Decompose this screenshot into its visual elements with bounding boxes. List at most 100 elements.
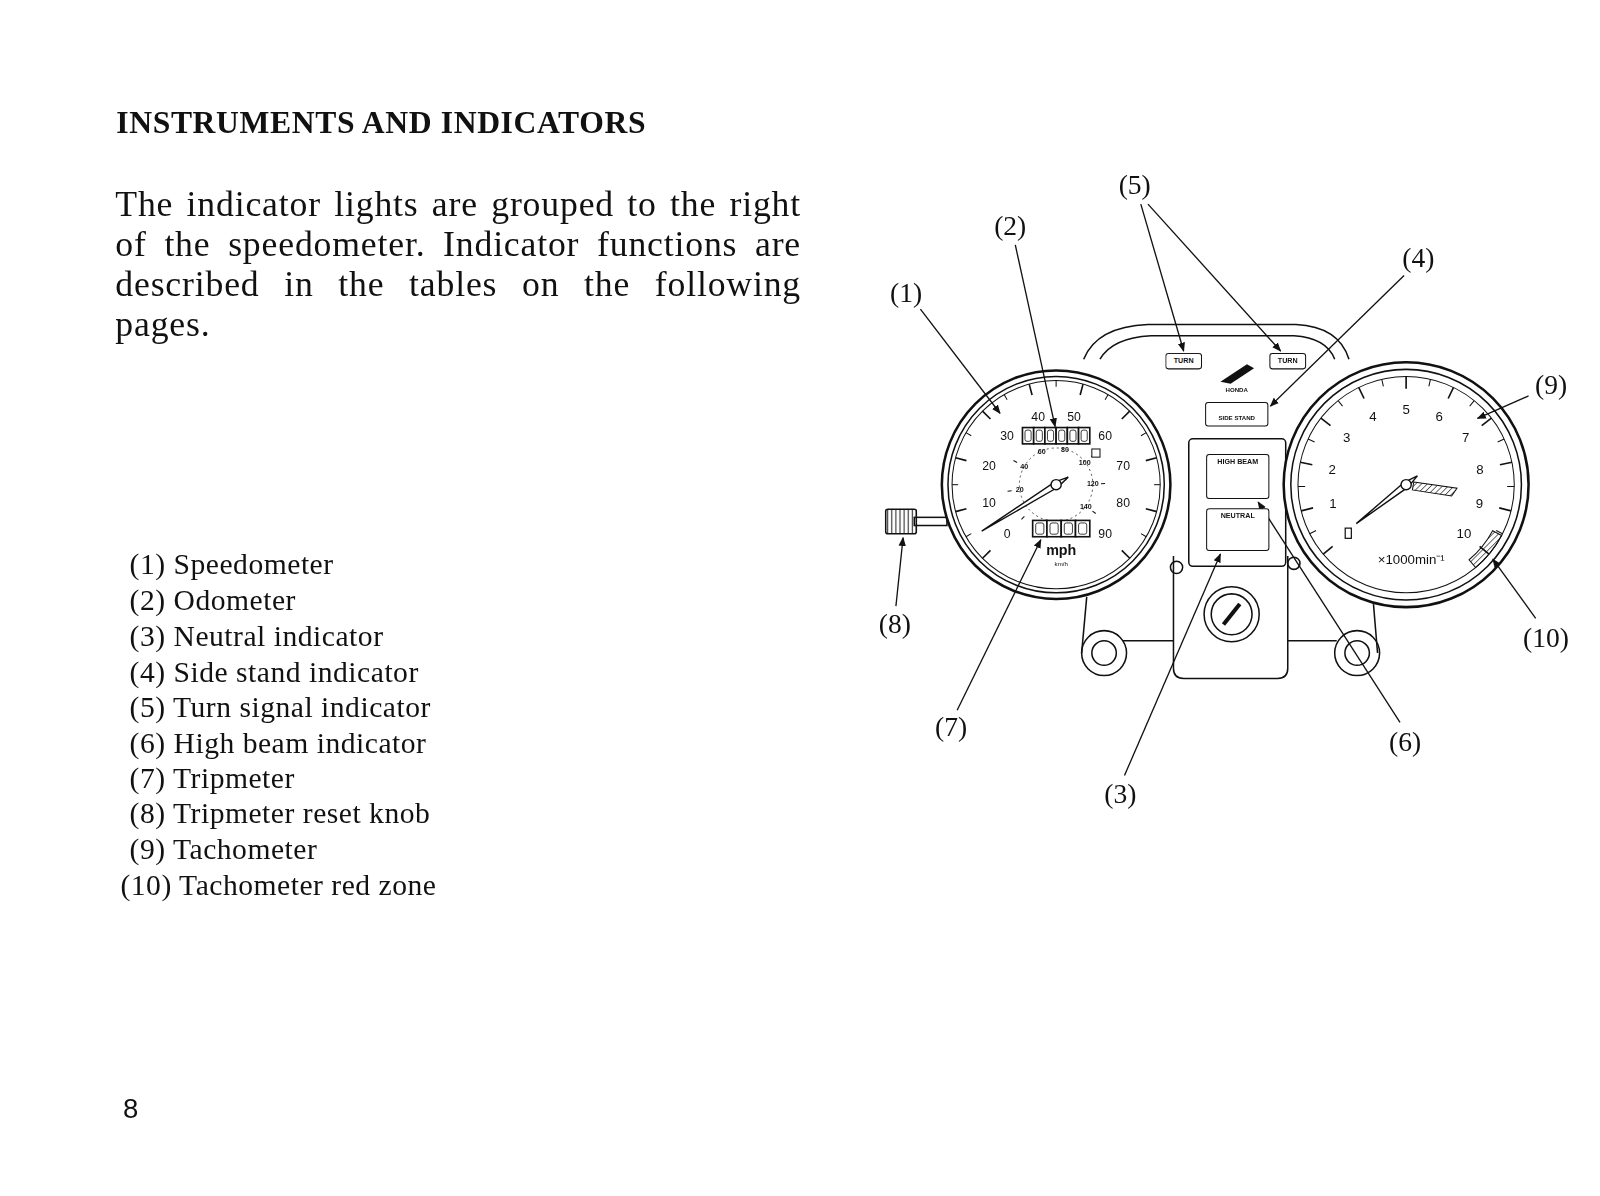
dial-number: 2 <box>1329 462 1336 475</box>
needle-pivot <box>1401 480 1411 490</box>
tripmeter-digit <box>1061 520 1075 536</box>
speedometer-face <box>952 381 1160 589</box>
dial-number: 70 <box>1116 461 1130 473</box>
rpm-tick <box>1448 387 1453 398</box>
panel-outline <box>1288 640 1337 642</box>
tachometer-bezel <box>1291 369 1522 600</box>
dial-number: 140 <box>1080 503 1092 510</box>
legend-item: (9) Tachometer <box>130 832 318 868</box>
kmh-tick <box>1014 461 1018 463</box>
legend-item: (8) Tripmeter reset knob <box>130 796 431 832</box>
dial-number: 60 <box>1098 429 1112 441</box>
leader-lines <box>896 204 1536 775</box>
ignition-switch <box>1204 587 1259 642</box>
zero-mark <box>1345 528 1351 538</box>
speed-tick <box>966 534 971 537</box>
kmh-tick <box>1092 511 1095 513</box>
odometer-digit <box>1059 430 1065 441</box>
speed-tick <box>1080 384 1083 395</box>
rpm-tick <box>1482 418 1492 426</box>
speed-tick <box>1004 395 1007 400</box>
key-slot <box>1223 604 1239 624</box>
bolt-head <box>1170 561 1182 573</box>
leader-line <box>920 309 1000 413</box>
speed-tick <box>1146 458 1157 461</box>
odometer-digit <box>1081 430 1087 441</box>
indicator-label: SIDE STAND <box>1218 416 1255 423</box>
tripmeter-digit <box>1036 523 1044 534</box>
legend-item: (5) Turn signal indicator <box>130 689 431 725</box>
rpm-tick <box>1310 531 1316 534</box>
odometer-digit <box>1036 430 1042 441</box>
speed-tick <box>956 509 967 512</box>
tripmeter-digit <box>1047 520 1061 536</box>
dial-number: 80 <box>1061 445 1069 452</box>
speed-tick <box>952 484 958 485</box>
rpm-tick <box>1359 387 1364 398</box>
page-number: 8 <box>123 1095 138 1123</box>
leader-line <box>1148 204 1281 351</box>
dial-number: 50 <box>1067 412 1081 424</box>
rpm-tick <box>1499 508 1511 511</box>
dial-number: 20 <box>1016 486 1024 493</box>
red-zone <box>1469 531 1502 568</box>
odometer-digit <box>1045 428 1056 444</box>
legend-item: (2) Odometer <box>130 583 296 619</box>
indicator-lamp: TURN <box>1269 353 1306 369</box>
odometer-digit <box>1056 428 1067 444</box>
speed-tick <box>983 550 991 558</box>
cluster-housing <box>1082 324 1380 678</box>
odometer-digit <box>1034 428 1045 444</box>
rpm-tick <box>1321 418 1331 426</box>
mounting-lug <box>1335 631 1380 676</box>
leader-line <box>1124 554 1220 775</box>
leader-line <box>957 540 1041 710</box>
odometer-digit <box>1079 428 1090 444</box>
leader-line <box>1270 276 1404 407</box>
speed-tick <box>956 458 967 461</box>
kmh-tick <box>1101 483 1105 484</box>
dial-number: 20 <box>982 461 996 473</box>
dial-number: 10 <box>1457 527 1472 540</box>
knob-grip <box>886 509 917 533</box>
indicator-lamp: HIGH BEAM <box>1206 454 1269 499</box>
ignition-switch <box>1211 594 1252 635</box>
mounting-lug <box>1345 641 1369 665</box>
rpm-tick <box>1470 401 1474 407</box>
dial-number: 4 <box>1369 410 1376 423</box>
rpm-tick <box>1300 462 1312 465</box>
indicator-lamp: NEUTRAL <box>1206 508 1269 551</box>
speed-tick <box>1154 484 1160 485</box>
speed-tick <box>1141 534 1146 537</box>
rpm-tick <box>1507 486 1514 487</box>
body-text: The indicator lights are grouped to the … <box>115 185 801 344</box>
callout-number: (9) <box>1535 372 1567 400</box>
dial-number: 7 <box>1462 432 1469 445</box>
indicator-housing <box>1189 439 1286 567</box>
callout-number: (7) <box>935 714 967 742</box>
speed-tick <box>983 411 991 419</box>
indicator-label: TURN <box>1174 357 1194 365</box>
rpm-tick <box>1500 462 1512 465</box>
panel-outline <box>1122 640 1173 642</box>
odometer-window <box>1092 449 1100 457</box>
speedometer-bezel <box>948 377 1164 593</box>
tachometer-face <box>1298 377 1514 593</box>
page-heading: INSTRUMENTS AND INDICATORS <box>116 103 646 141</box>
tachometer-needle <box>1356 476 1417 524</box>
speedometer-bezel <box>942 370 1171 599</box>
leader-line <box>1141 204 1184 351</box>
dial-number: 120 <box>1087 480 1099 487</box>
speed-tick <box>1029 384 1032 395</box>
dial-number: 40 <box>1031 412 1045 424</box>
indicator-label: NEUTRAL <box>1221 512 1255 520</box>
indicator-lamp: TURN <box>1165 353 1202 369</box>
dial-number: 1 <box>1329 496 1336 509</box>
kmh-tick <box>1021 516 1024 519</box>
indicator-lamp: SIDE STAND <box>1205 402 1268 426</box>
panel-outline <box>1084 324 1349 359</box>
dial-number: 90 <box>1098 528 1112 540</box>
tripmeter-digit <box>1079 523 1087 534</box>
dial-number: 30 <box>1000 429 1014 441</box>
tripmeter-digit <box>1050 523 1058 534</box>
